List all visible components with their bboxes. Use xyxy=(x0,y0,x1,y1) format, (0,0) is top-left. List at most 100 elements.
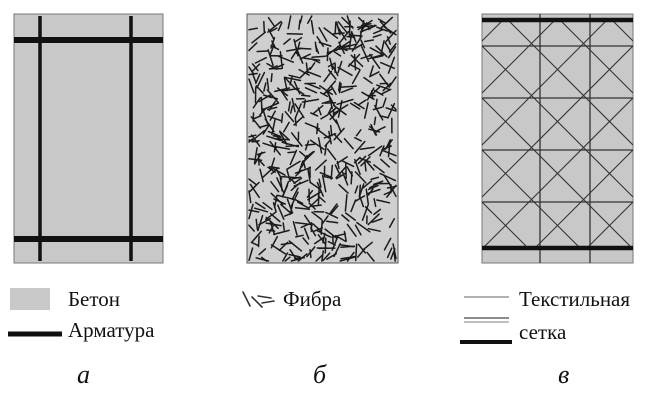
fiber-strand xyxy=(278,130,290,141)
textile-mesh-diagonals xyxy=(481,19,634,250)
fiber-strand xyxy=(360,45,370,63)
fiber-strand xyxy=(341,214,350,222)
fiber-strand xyxy=(325,45,341,57)
fiber-strand xyxy=(290,257,302,262)
fiber-strand xyxy=(299,53,311,60)
fiber-strand xyxy=(362,241,373,251)
legend-textile-swatch xyxy=(460,296,512,344)
fiber-strand xyxy=(315,127,330,139)
fiber-strand xyxy=(248,42,258,52)
fiber-strand xyxy=(268,225,274,234)
fiber-strand xyxy=(283,38,291,45)
fiber-strand xyxy=(325,220,339,224)
fiber-strand xyxy=(274,87,291,93)
fiber-strand xyxy=(316,230,332,238)
fiber-strand xyxy=(367,145,383,157)
fiber-strand xyxy=(258,123,270,129)
fiber-strand xyxy=(254,201,266,210)
fiber-strand xyxy=(299,150,309,159)
fiber-strand xyxy=(371,217,383,223)
fiber-strand xyxy=(309,248,312,259)
fiber-strand xyxy=(357,243,367,254)
fiber-strand xyxy=(299,15,303,24)
fiber-strand xyxy=(268,166,280,169)
fiber-strand xyxy=(341,160,355,168)
fiber-strand xyxy=(338,183,349,194)
fiber-strand xyxy=(309,139,325,151)
fiber-strand xyxy=(363,39,375,43)
fiber-strand xyxy=(248,203,254,220)
fiber-strand xyxy=(266,62,278,70)
fiber-strand xyxy=(379,20,392,34)
fiber-strand xyxy=(350,54,364,68)
fiber-strand xyxy=(266,78,270,90)
legend-fiber-swatch xyxy=(242,291,275,308)
fiber-strand xyxy=(310,112,319,117)
fiber-strand xyxy=(253,207,269,213)
fiber-strand xyxy=(336,156,348,165)
fiber-strand xyxy=(268,100,276,112)
fiber-strand xyxy=(332,32,345,35)
fiber-strand xyxy=(269,212,281,223)
fiber-strand xyxy=(354,158,361,176)
fiber-strand xyxy=(270,235,279,249)
fiber-strand xyxy=(369,180,384,189)
legend-label-fiber: Фибра xyxy=(283,287,342,311)
fiber-strand xyxy=(262,201,273,211)
fiber-strand xyxy=(353,54,357,71)
fiber-strand xyxy=(376,84,391,91)
fiber-strand xyxy=(283,212,294,217)
fiber-strand xyxy=(279,51,284,70)
fiber-strand xyxy=(251,63,259,72)
fiber-strand xyxy=(254,56,267,64)
fiber-strand xyxy=(314,159,327,171)
fiber-strand xyxy=(338,85,357,88)
fiber-strand xyxy=(325,211,339,219)
fiber-strand xyxy=(255,73,261,85)
fiber-strand xyxy=(339,30,350,44)
fiber-strand xyxy=(379,16,394,30)
fiber-strand xyxy=(250,134,261,147)
fiber-strand xyxy=(266,135,282,142)
fiber-strand xyxy=(258,248,267,256)
fiber-strand xyxy=(347,53,361,68)
fiber-strand xyxy=(257,158,265,167)
fiber-strand xyxy=(330,84,337,96)
fiber-strand xyxy=(346,223,357,237)
fiber-strand xyxy=(326,252,338,260)
fiber-strand xyxy=(332,104,349,115)
fiber-strand xyxy=(390,248,396,260)
fiber-strand xyxy=(286,160,301,171)
fiber-strand xyxy=(293,177,303,185)
fiber-strand xyxy=(335,119,342,133)
fiber-strand xyxy=(269,27,278,33)
fiber-strand xyxy=(255,218,259,231)
fiber-strand xyxy=(314,41,318,53)
fiber-strand xyxy=(263,82,267,92)
fiber-strand xyxy=(319,171,333,179)
fiber-strand xyxy=(367,213,380,226)
fiber-strand xyxy=(339,256,356,262)
fiber-strand xyxy=(354,171,367,184)
fiber-strand xyxy=(310,19,315,35)
fiber-strand xyxy=(266,229,276,232)
fiber-strand xyxy=(317,137,323,154)
fiber-strand xyxy=(251,73,257,84)
fiber-strand xyxy=(373,198,377,208)
fiber-strand xyxy=(388,42,397,53)
fiber-strand xyxy=(367,188,374,196)
fiber-strand xyxy=(348,20,351,38)
fiber-strand xyxy=(338,82,342,94)
fiber-strand xyxy=(290,132,303,147)
fiber-strand xyxy=(288,240,303,252)
fiber-strand xyxy=(340,87,354,94)
fiber-strand xyxy=(372,28,384,35)
fiber-strand xyxy=(273,194,278,209)
fiber-strand xyxy=(306,189,314,198)
fiber-strand xyxy=(379,73,390,88)
fiber-strand xyxy=(361,204,369,221)
fiber-strand xyxy=(251,230,263,243)
fiber-strand xyxy=(270,244,287,255)
fiber-strand xyxy=(307,168,311,183)
fiber-strand xyxy=(390,104,397,111)
